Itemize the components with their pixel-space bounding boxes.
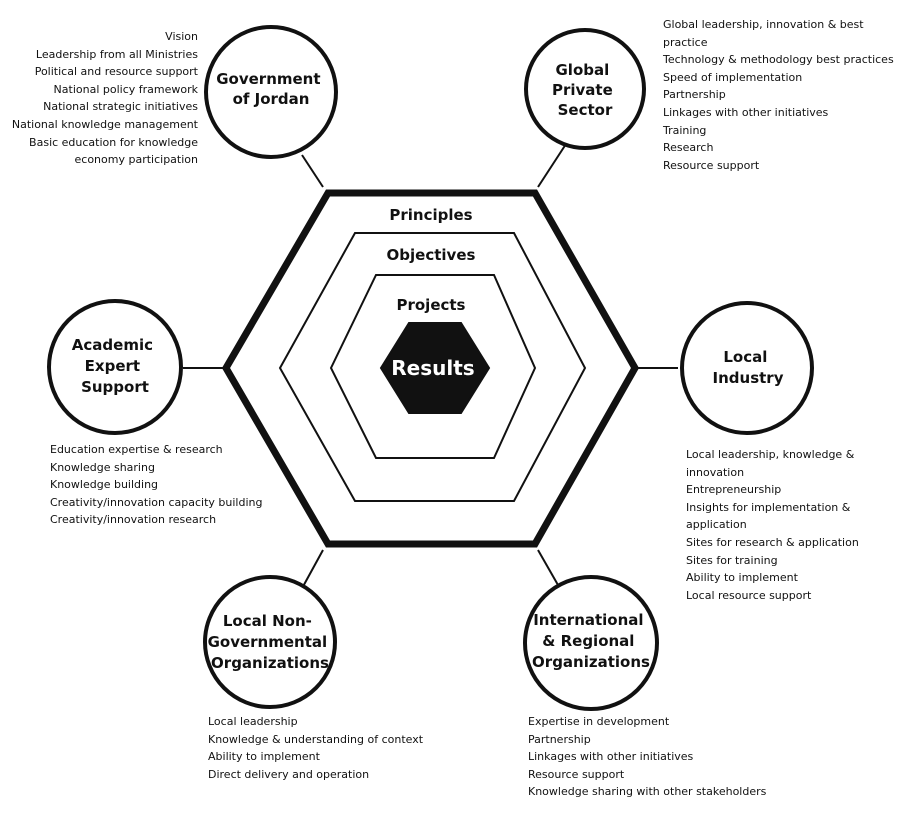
projects-hexagon bbox=[329, 274, 537, 459]
global-private-contributions-list: Global leadership, innovation & best pra… bbox=[663, 16, 903, 174]
government-circle bbox=[204, 25, 338, 159]
government-title-line: of Jordan bbox=[233, 90, 310, 108]
list-item: Direct delivery and operation bbox=[208, 767, 370, 781]
list-item: Education expertise & research bbox=[50, 443, 223, 456]
international-title-line: Organizations bbox=[532, 653, 650, 671]
list-item: Partnership bbox=[528, 732, 591, 746]
list-item: Insights for implementation & applicatio… bbox=[686, 500, 851, 532]
global-private-title-line: Private bbox=[552, 81, 613, 99]
academic-node: Academic Expert Support bbox=[47, 299, 183, 435]
list-item: Political and resource support bbox=[34, 65, 198, 79]
list-item: Local leadership, knowledge & innovation bbox=[686, 448, 855, 479]
list-item: Training bbox=[663, 123, 707, 137]
list-item: Resource support bbox=[663, 158, 760, 172]
international-circle bbox=[523, 575, 659, 711]
list-item: Local resource support bbox=[686, 588, 812, 602]
list-item: Vision bbox=[165, 30, 198, 43]
principles-hexagon bbox=[221, 189, 640, 548]
list-item: Basic education for knowledge bbox=[29, 135, 198, 149]
academic-title-line: Academic bbox=[72, 336, 153, 354]
local-ngo-contributions-list: Local leadership Knowledge & understandi… bbox=[208, 713, 448, 783]
list-item: Research bbox=[663, 141, 714, 155]
connector-lines bbox=[183, 143, 678, 593]
objectives-hexagon bbox=[278, 232, 587, 502]
list-item: National knowledge management bbox=[11, 117, 198, 131]
svg-text:Global Private Sec: Global Private Sector bbox=[552, 61, 618, 119]
academic-circle bbox=[47, 299, 183, 435]
list-item: National strategic initiatives bbox=[43, 100, 198, 114]
local-industry-node: Local Industry bbox=[680, 301, 814, 435]
global-private-title-line: Global bbox=[556, 61, 610, 79]
local-ngo-node: Local Non- Governmental Organizations bbox=[203, 575, 337, 709]
international-title-line: International bbox=[533, 611, 643, 629]
list-item: Resource support bbox=[528, 767, 625, 781]
list-item: Ability to implement bbox=[686, 571, 798, 585]
academic-title-line: Support bbox=[81, 378, 149, 396]
svg-text:Local Industry: Local Industry bbox=[713, 348, 784, 387]
local-ngo-title-line: Governmental bbox=[208, 633, 328, 651]
local-ngo-circle bbox=[203, 575, 337, 709]
list-item: practice bbox=[663, 35, 708, 49]
local-ngo-title-line: Organizations bbox=[211, 654, 329, 672]
list-item: Knowledge sharing with other stakeholder… bbox=[528, 785, 767, 799]
svg-text:Government of Jordan: Government of Jordan bbox=[216, 70, 326, 108]
list-item: Knowledge building bbox=[50, 478, 159, 492]
list-item: Entrepreneurship bbox=[686, 483, 782, 497]
projects-label: Projects bbox=[396, 296, 465, 314]
results-hexagon bbox=[379, 322, 491, 414]
list-item: Linkages with other initiatives bbox=[528, 750, 694, 764]
connector-government bbox=[301, 154, 324, 188]
global-private-circle bbox=[524, 28, 646, 150]
list-item: National policy framework bbox=[53, 82, 198, 96]
list-item: Ability to implement bbox=[208, 750, 320, 764]
international-title-line: & Regional bbox=[542, 632, 634, 650]
academic-title-line: Expert bbox=[85, 357, 140, 375]
list-item: Knowledge sharing bbox=[50, 460, 155, 474]
list-item: Sites for training bbox=[686, 553, 778, 567]
list-item: Creativity/innovation capacity building bbox=[50, 495, 263, 509]
list-item: Expertise in development bbox=[528, 715, 670, 728]
svg-text:Local Non- Governmental: Local Non- Governmental Organizations bbox=[208, 612, 333, 672]
list-item: Partnership bbox=[663, 88, 726, 102]
svg-text:International & Regional: International & Regional Organizations bbox=[532, 611, 650, 671]
connector-global-private bbox=[537, 143, 567, 188]
local-ngo-title-line: Local Non- bbox=[223, 612, 312, 630]
list-item: Linkages with other initiatives bbox=[663, 105, 829, 119]
local-industry-contributions-list: Local leadership, knowledge & innovation… bbox=[686, 446, 912, 604]
list-item: Speed of implementation bbox=[663, 70, 803, 84]
list-item: Sites for research & application bbox=[686, 535, 859, 549]
svg-text:Academic Expert Su: Academic Expert Support bbox=[72, 336, 158, 396]
list-item: Technology & methodology best practices bbox=[663, 53, 894, 67]
list-item: Global leadership, innovation & best bbox=[663, 18, 864, 31]
principles-label: Principles bbox=[389, 206, 472, 224]
list-item: economy participation bbox=[74, 153, 198, 167]
government-title-line: Government bbox=[216, 70, 320, 88]
academic-contributions-list: Education expertise & research Knowledge… bbox=[50, 441, 290, 529]
list-item: Local leadership bbox=[208, 715, 298, 728]
government-contributions-list: Vision Leadership from all Ministries Po… bbox=[10, 28, 198, 169]
objectives-label: Objectives bbox=[387, 246, 476, 264]
list-item: Leadership from all Ministries bbox=[35, 47, 198, 61]
list-item: Knowledge & understanding of context bbox=[208, 732, 424, 746]
international-node: International & Regional Organizations bbox=[523, 575, 659, 711]
global-private-node: Global Private Sector bbox=[524, 28, 646, 150]
local-industry-title-line: Industry bbox=[713, 369, 784, 387]
government-node: Government of Jordan bbox=[204, 25, 338, 159]
global-private-title-line: Sector bbox=[558, 101, 613, 119]
local-industry-circle bbox=[680, 301, 814, 435]
international-contributions-list: Expertise in development Partnership Lin… bbox=[528, 713, 778, 801]
list-item: Creativity/innovation research bbox=[50, 513, 217, 527]
local-industry-title-line: Local bbox=[723, 348, 767, 366]
results-label: Results bbox=[391, 356, 474, 380]
